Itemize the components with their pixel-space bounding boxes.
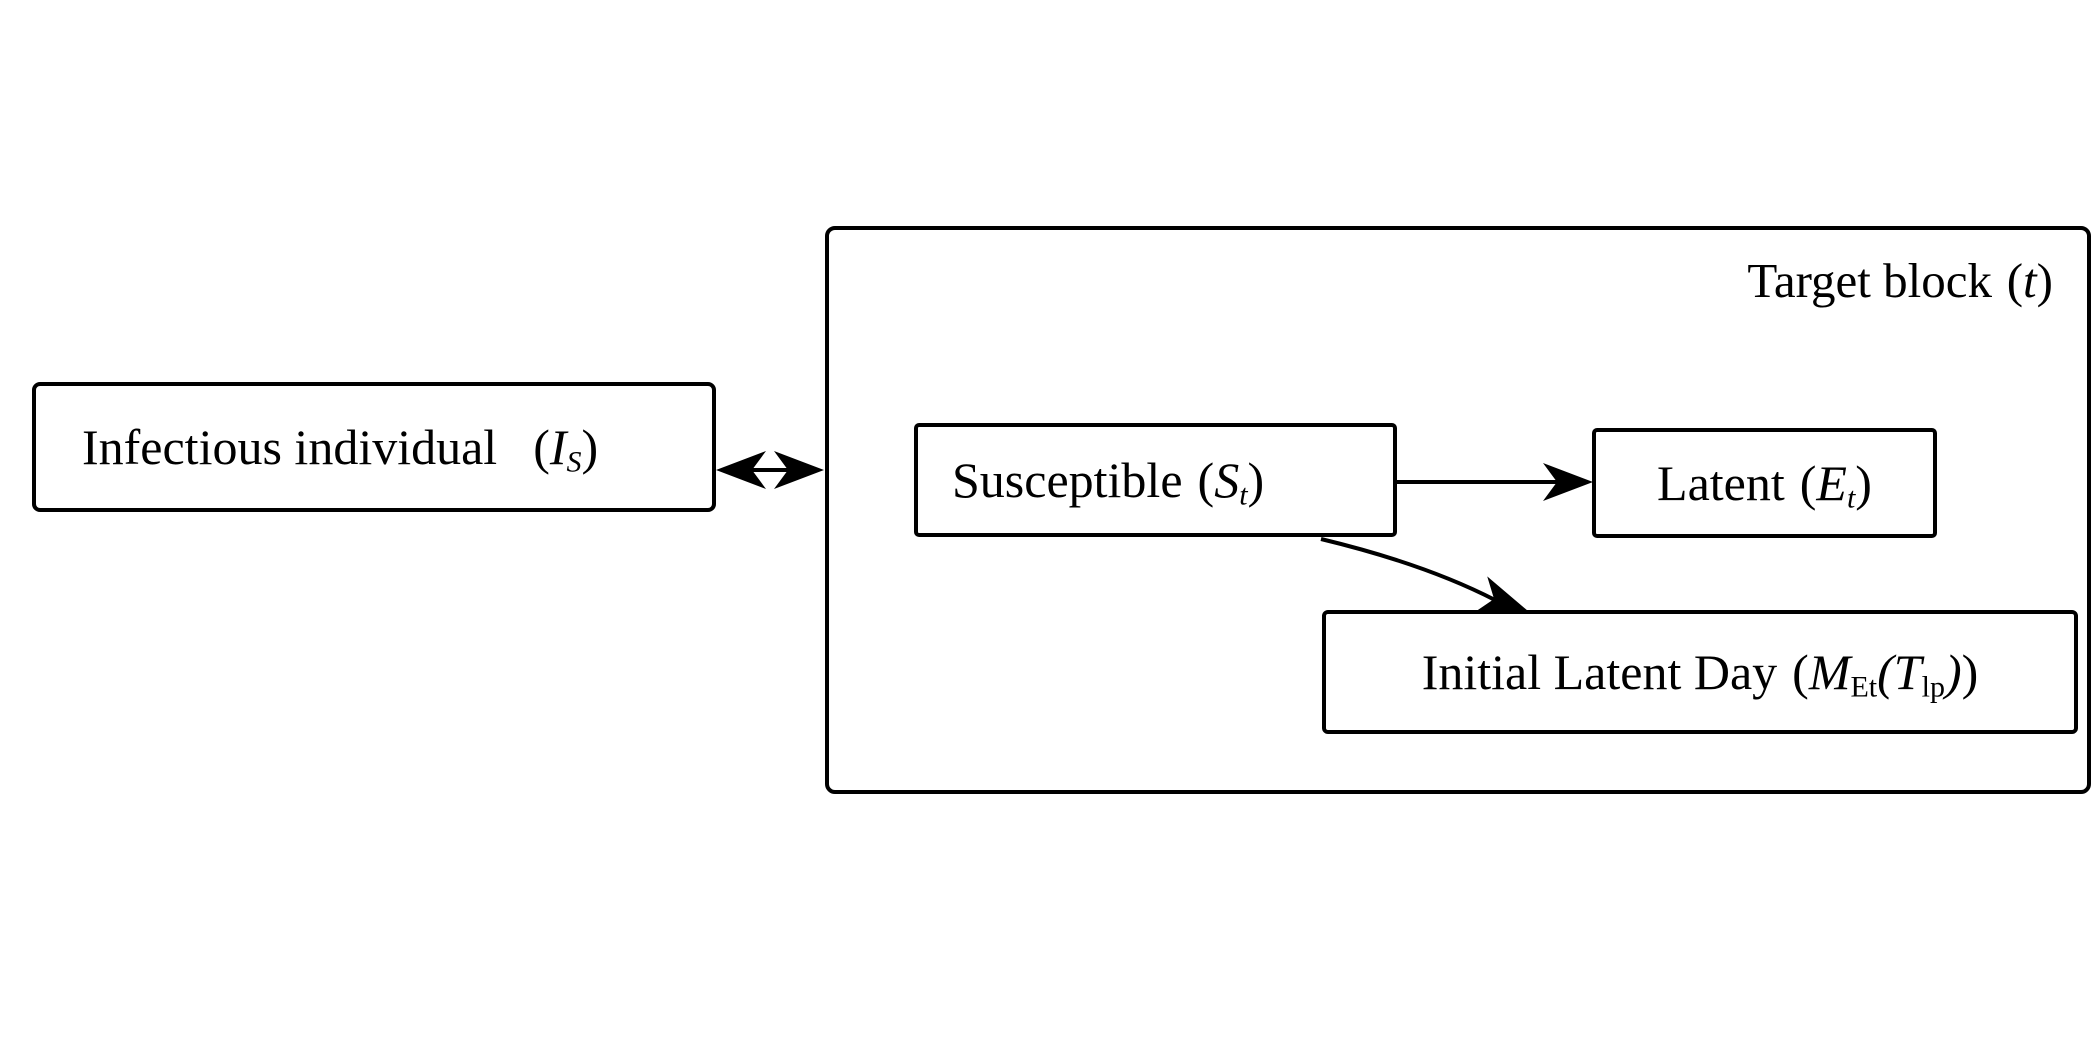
subscript-Et: Et <box>1850 670 1878 704</box>
subscript-t: t <box>1846 481 1856 515</box>
initial-latent-day-label: Initial Latent Day <box>1421 644 1778 700</box>
latent-label: Latent <box>1657 455 1785 511</box>
close-paren: ) <box>1247 452 1265 508</box>
target-block-box: Target block(t) <box>825 226 2091 794</box>
bidirectional-arrow <box>716 451 824 489</box>
close-paren: ) <box>581 419 599 475</box>
inner-close-paren: ) <box>1944 644 1962 700</box>
right-arrowhead <box>774 451 824 489</box>
infectious-individual-box: Infectious individual (IS) <box>32 382 716 512</box>
latent-box: Latent(Et) <box>1592 428 1937 538</box>
initial-latent-day-formula: (MEt(Tlp)) <box>1792 643 1979 704</box>
open-paren: ( <box>1792 644 1809 700</box>
variable-t: t <box>2023 253 2037 308</box>
variable-T: T <box>1893 644 1922 700</box>
open-paren: ( <box>1197 452 1215 508</box>
target-block-formula: (t) <box>2007 253 2053 308</box>
close-paren: ) <box>2036 253 2053 308</box>
target-block-label: Target block(t) <box>1747 252 2053 309</box>
infectious-individual-label: Infectious individual <box>82 419 498 475</box>
target-block-label-text: Target block <box>1747 253 1993 308</box>
open-paren: ( <box>1799 455 1817 511</box>
variable-S: S <box>1214 452 1240 508</box>
open-paren: ( <box>533 419 550 475</box>
left-arrowhead <box>716 451 766 489</box>
initial-latent-day-box: Initial Latent Day(MEt(Tlp)) <box>1322 610 2078 734</box>
susceptible-label: Susceptible <box>952 452 1183 508</box>
inner-open-paren: ( <box>1877 644 1894 700</box>
close-paren: ) <box>1961 644 1979 700</box>
infectious-individual-formula: (IS) <box>533 418 599 479</box>
variable-I: I <box>549 419 567 475</box>
open-paren: ( <box>2006 253 2024 308</box>
subscript-lp: lp <box>1921 670 1945 704</box>
latent-formula: (Et) <box>1799 454 1872 515</box>
subscript-S: S <box>566 445 582 479</box>
subscript-t: t <box>1239 478 1248 512</box>
susceptible-formula: (St) <box>1197 451 1265 512</box>
variable-M: M <box>1808 644 1851 700</box>
susceptible-box: Susceptible(St) <box>914 423 1397 537</box>
variable-E: E <box>1816 455 1847 511</box>
close-paren: ) <box>1855 455 1872 511</box>
